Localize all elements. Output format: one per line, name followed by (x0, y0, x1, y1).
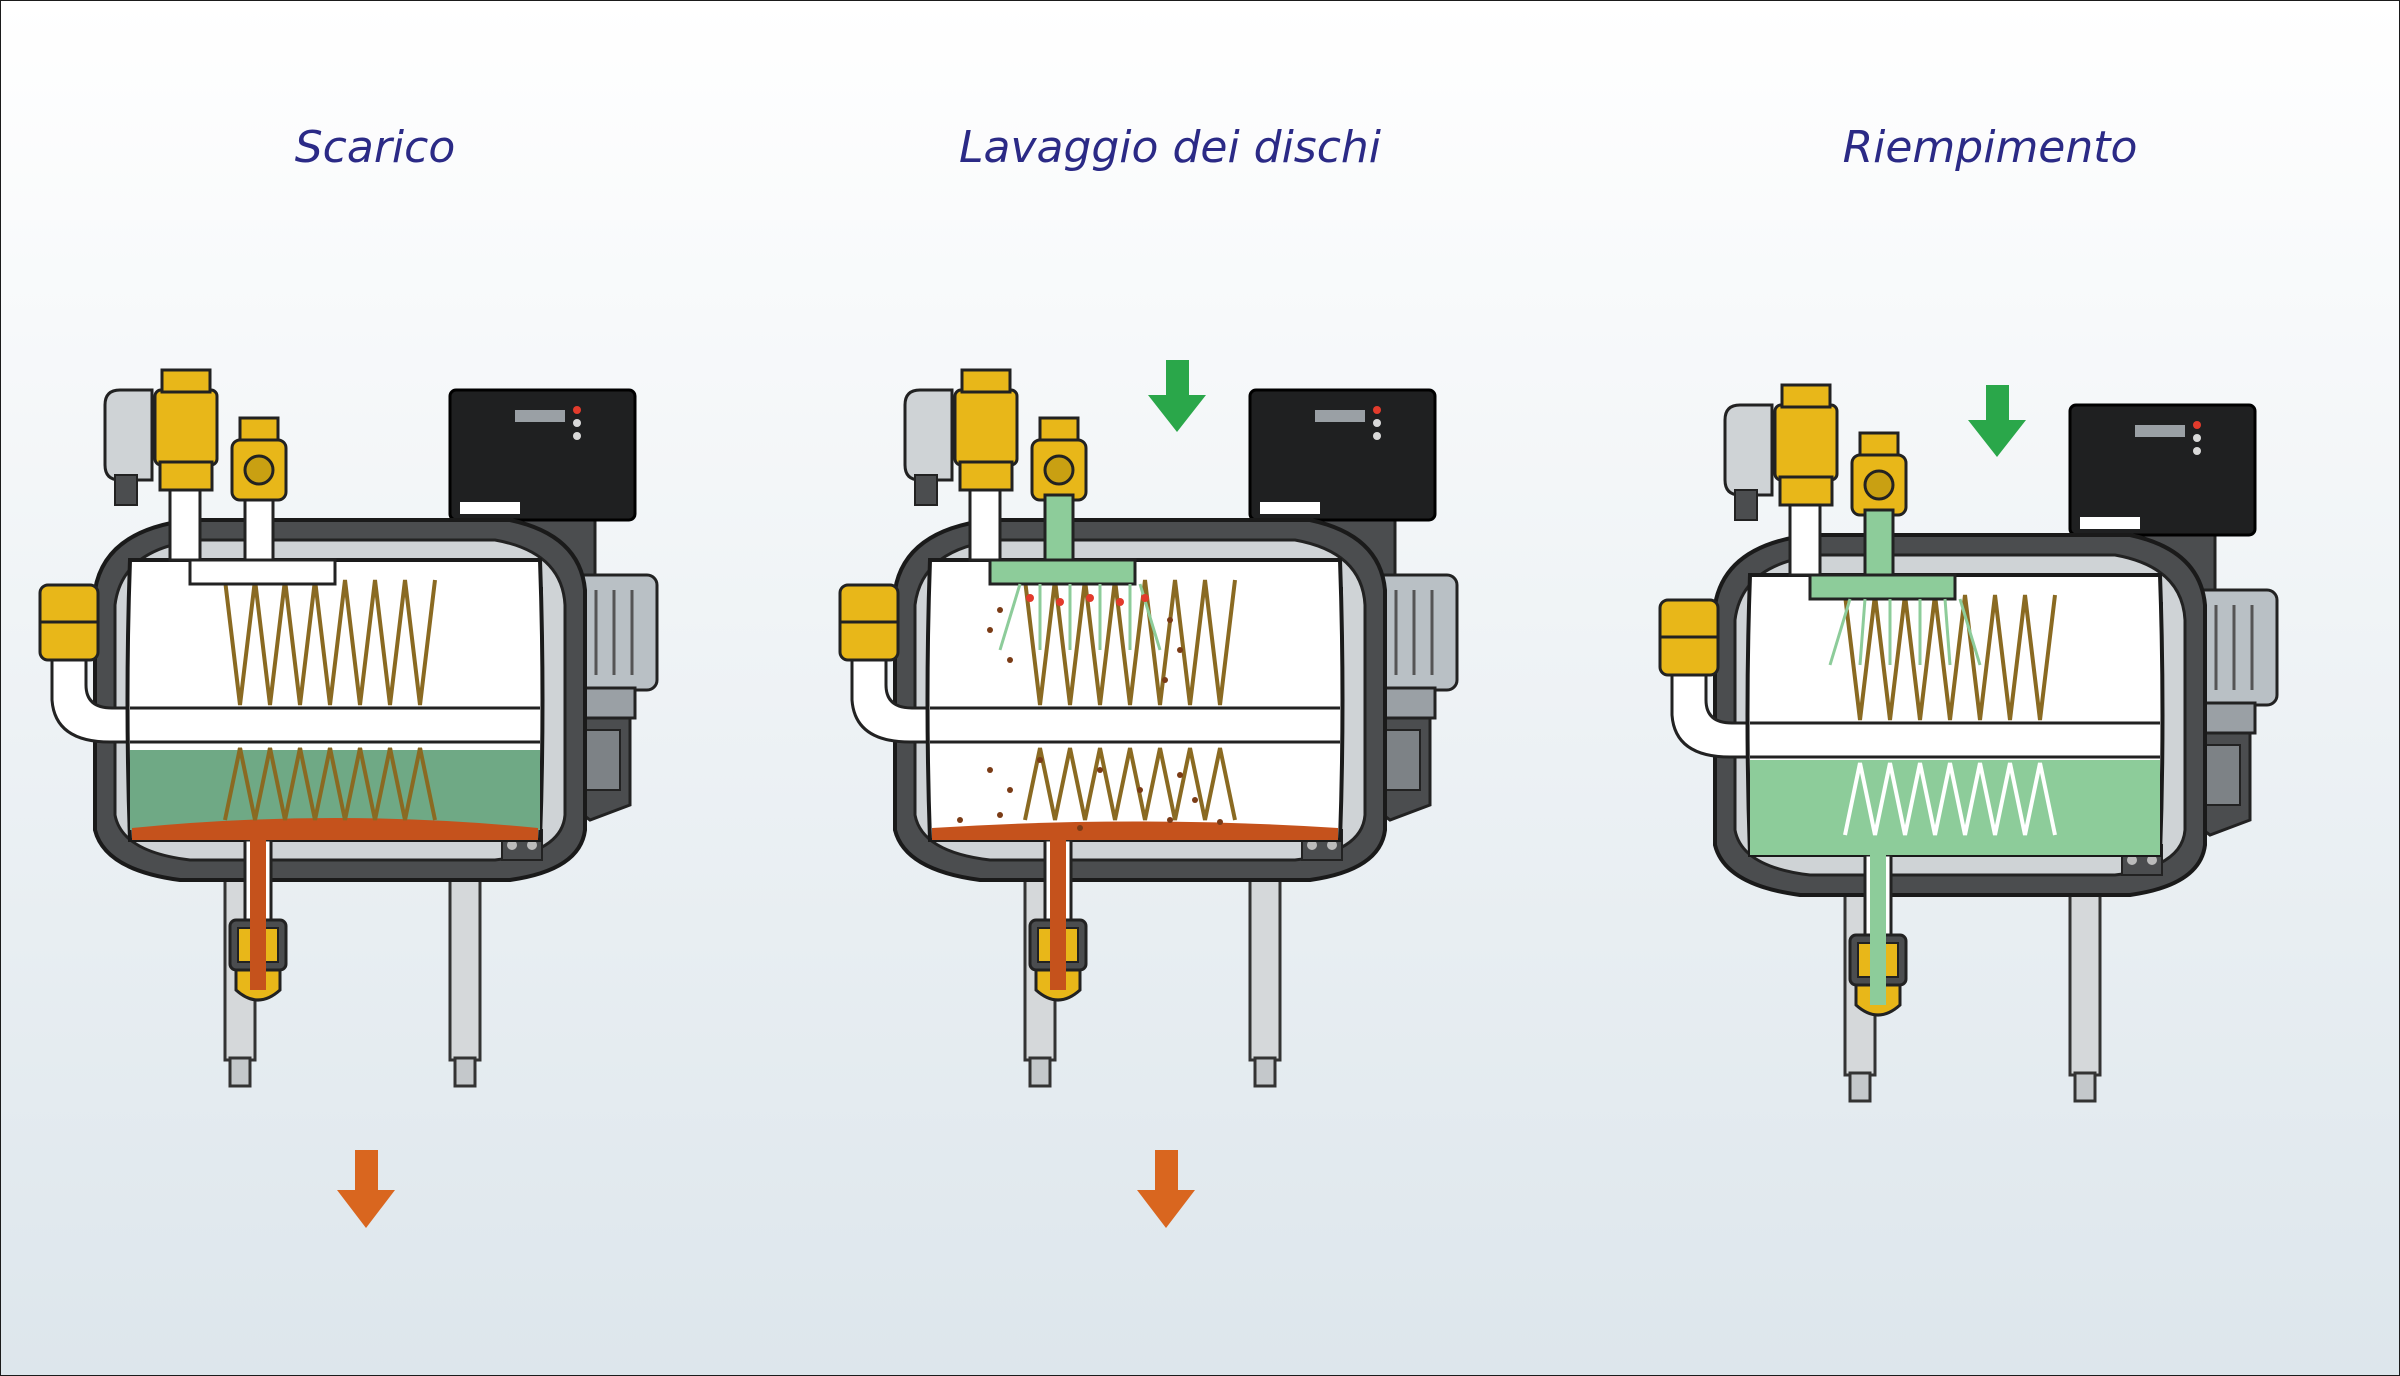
machine-riempimento (1658, 383, 2279, 1103)
machine-scarico (38, 368, 659, 1088)
inlet-arrow-icon-2 (1968, 385, 2026, 457)
drain-arrow-icon (337, 1150, 395, 1228)
debris-particles-icon (957, 607, 1223, 831)
machine-lavaggio (838, 368, 1459, 1088)
panel-title-lavaggio: Lavaggio dei dischi (958, 122, 1382, 173)
panel-title-riempimento: Riempimento (1842, 122, 2138, 173)
drain-arrow-icon-2 (1137, 1150, 1195, 1228)
panel-title-scarico: Scarico (294, 122, 456, 173)
spray-jets-icon-2 (1828, 598, 1982, 666)
inlet-arrow-icon (1148, 360, 1206, 432)
